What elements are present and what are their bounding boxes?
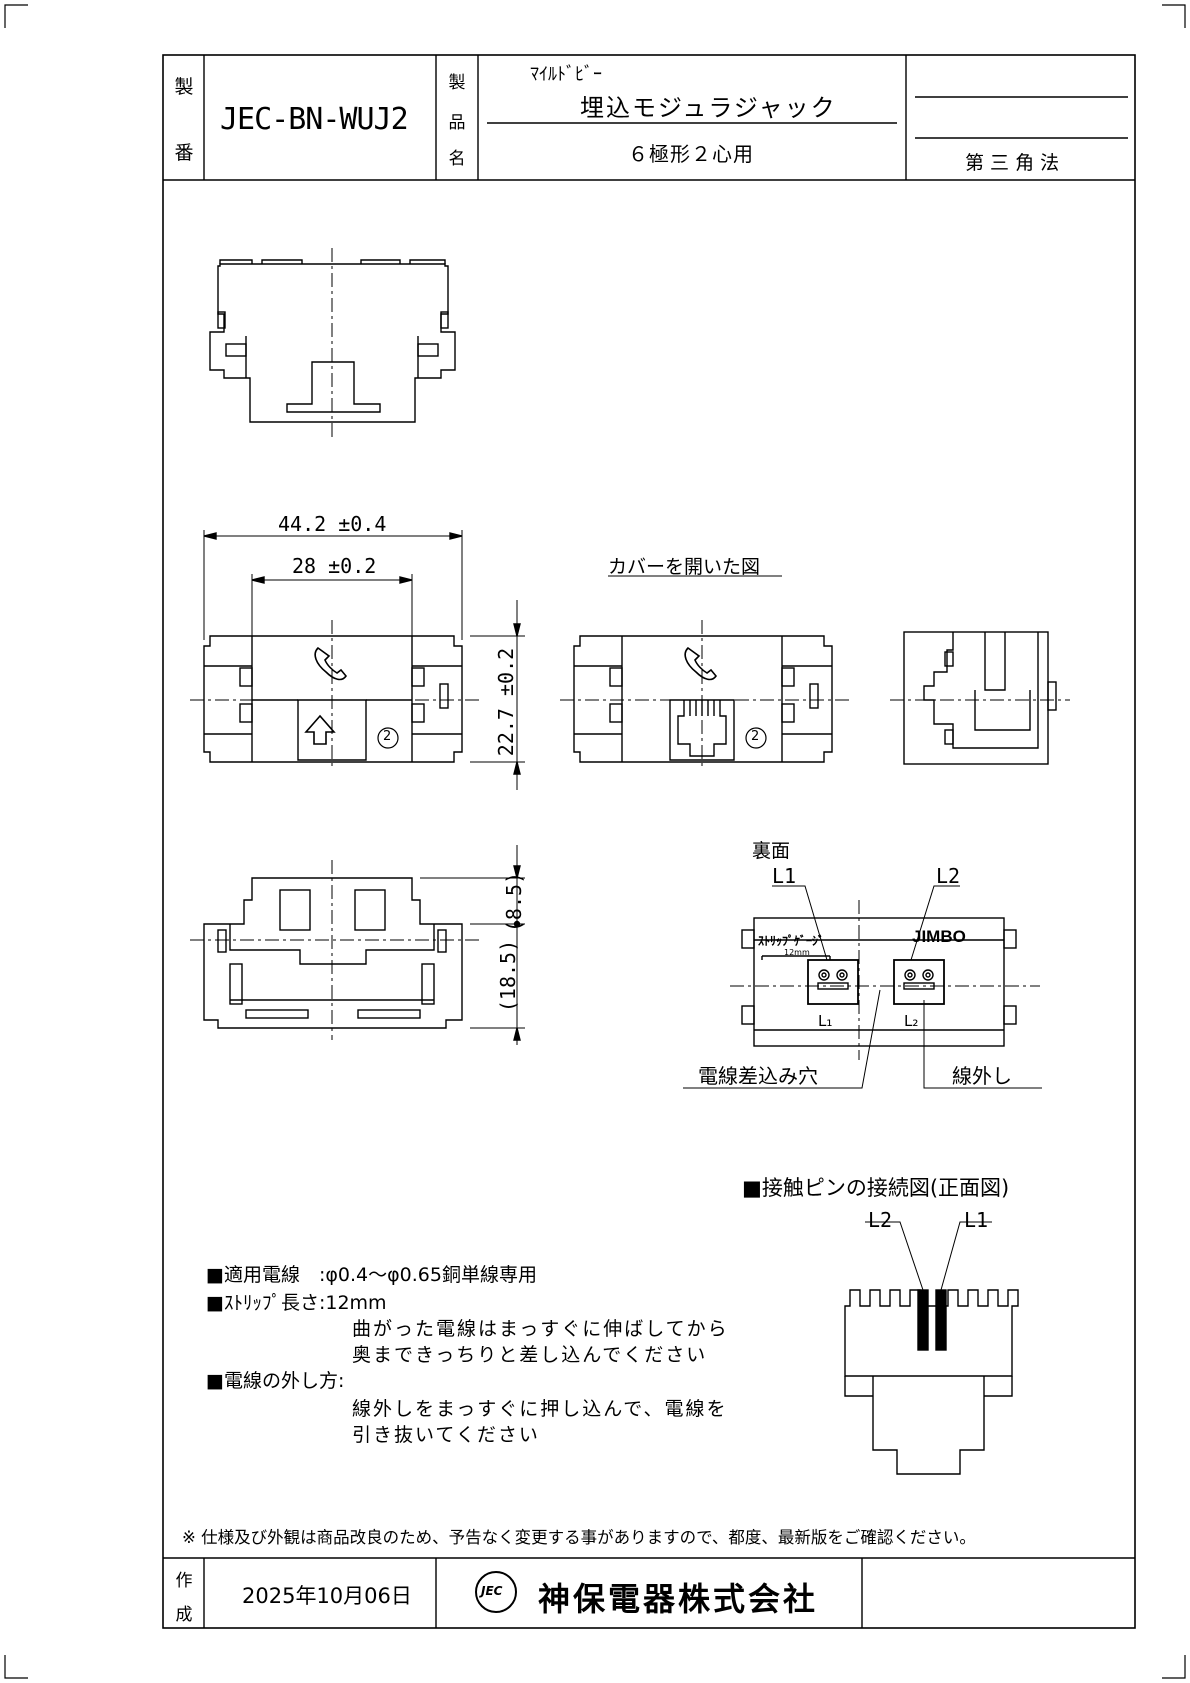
strip-gauge-length: 12mm bbox=[784, 948, 810, 957]
strip-gauge-label: ｽﾄﾘｯﾌﾟｹﾞｰｼﾞ bbox=[758, 934, 825, 948]
company-logo-mark: JEC bbox=[481, 1584, 503, 1598]
dim-upper: (8.5) bbox=[502, 871, 527, 933]
series-name: ﾏｲﾙﾄﾞﾋﾞｰ bbox=[530, 64, 602, 85]
cover-open-label: カバーを開いた図 bbox=[608, 556, 761, 578]
part-no-label-1: 製 bbox=[174, 76, 194, 98]
brand-logo-text: JIMBO bbox=[912, 927, 966, 946]
projection-method: 第 三 角 法 bbox=[965, 152, 1060, 174]
rear-view-label: 裏面 bbox=[752, 840, 791, 862]
created-date: 2025年10月06日 bbox=[242, 1584, 412, 1608]
dim-height: 22.7 ±0.2 bbox=[494, 647, 519, 757]
wire-hole-label: 電線差込み穴 bbox=[698, 1064, 818, 1088]
title-block-lines bbox=[163, 55, 1135, 181]
dim-width: 44.2 ±0.4 bbox=[278, 512, 387, 536]
pin-l1-label: L1 bbox=[964, 1208, 989, 1232]
product-name: 埋込モジュラジャック bbox=[580, 94, 837, 122]
created-label-2: 成 bbox=[175, 1605, 193, 1625]
note-removal: ■電線の外し方: bbox=[206, 1370, 345, 1392]
side-view bbox=[890, 631, 1070, 765]
created-label-1: 作 bbox=[175, 1571, 193, 1591]
crop-marks bbox=[4, 4, 1186, 1679]
footer-block-lines bbox=[163, 1557, 1135, 1628]
note-removal-detail-1: 線外しをまっすぐに押し込んで、電線を bbox=[352, 1398, 728, 1420]
top-view bbox=[209, 248, 456, 440]
part-number: JEC-BN-WUJ2 bbox=[220, 102, 409, 137]
dim-inner-width: 28 ±0.2 bbox=[292, 554, 377, 578]
note-wire: ■適用電線 :φ0.4～φ0.65銅単線専用 bbox=[206, 1264, 537, 1286]
slot-l1-label: L₁ bbox=[818, 1012, 833, 1030]
release-label: 線外し bbox=[952, 1064, 1012, 1088]
part-no-label-2: 番 bbox=[174, 142, 194, 164]
note-removal-detail-2: 引き抜いてください bbox=[352, 1424, 540, 1446]
rear-l2-label: L2 bbox=[936, 864, 961, 888]
slot-l2-label: L₂ bbox=[904, 1012, 919, 1030]
product-name-label-3: 名 bbox=[448, 149, 466, 169]
bottom-view bbox=[190, 845, 525, 1045]
circled-number-open: 2 bbox=[751, 729, 760, 744]
note-strip-detail-2: 奥まできっちりと差し込んでください bbox=[352, 1344, 708, 1366]
product-spec: ６極形２心用 bbox=[628, 142, 754, 166]
note-strip-length: ■ｽﾄﾘｯﾌﾟ長さ:12mm bbox=[206, 1292, 387, 1314]
note-strip-detail-1: 曲がった電線はまっすぐに伸ばしてから bbox=[352, 1318, 729, 1340]
disclaimer: ※ 仕様及び外観は商品改良のため、予告なく変更する事がありますので、都度、最新版… bbox=[182, 1528, 976, 1547]
rear-l1-label: L1 bbox=[772, 864, 797, 888]
pin-diagram-title: ■接触ピンの接続図(正面図) bbox=[742, 1176, 1010, 1200]
drawing-frame bbox=[162, 54, 1136, 1629]
company-logo-shape bbox=[475, 1571, 517, 1613]
front-view bbox=[190, 530, 525, 790]
cover-open-view bbox=[560, 575, 850, 770]
circled-number-front: 2 bbox=[383, 729, 392, 744]
pin-l2-label: L2 bbox=[868, 1208, 893, 1232]
product-name-label-2: 品 bbox=[448, 113, 466, 133]
company-name: 神保電器株式会社 bbox=[538, 1580, 819, 1618]
pin-diagram bbox=[844, 1221, 1019, 1475]
product-name-label-1: 製 bbox=[448, 73, 466, 93]
dim-lower: (18.5) bbox=[496, 939, 521, 1013]
rear-view bbox=[683, 885, 1042, 1089]
